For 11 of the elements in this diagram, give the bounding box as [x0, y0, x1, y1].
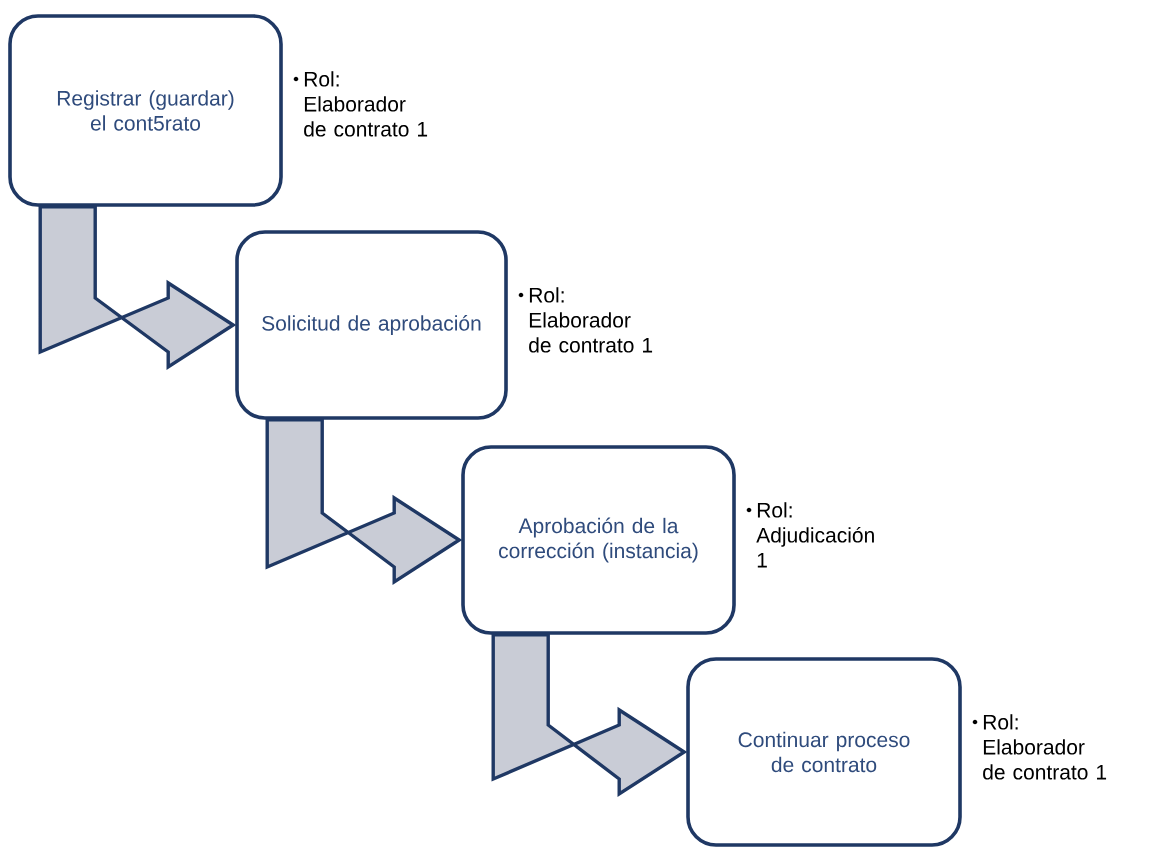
- process-box: Registrar (guardar) el cont5rato: [8, 14, 283, 207]
- process-box: Solicitud de aprobación: [235, 230, 508, 420]
- role-note: Rol: Elaborador de contrato 1: [983, 714, 1107, 780]
- bent-arrow: [491, 633, 688, 798]
- role-note: Rol: Elaborador de contrato 1: [529, 287, 653, 353]
- role-note: Rol: Adjudicación 1: [756, 502, 874, 568]
- process-box: Aprobación de la corrección (instancia): [461, 445, 736, 635]
- role-note: Rol: Elaborador de contrato 1: [304, 71, 428, 137]
- bent-arrow: [38, 205, 237, 371]
- bent-arrow: [265, 418, 463, 586]
- process-box: Continuar proceso de contrato: [686, 657, 962, 847]
